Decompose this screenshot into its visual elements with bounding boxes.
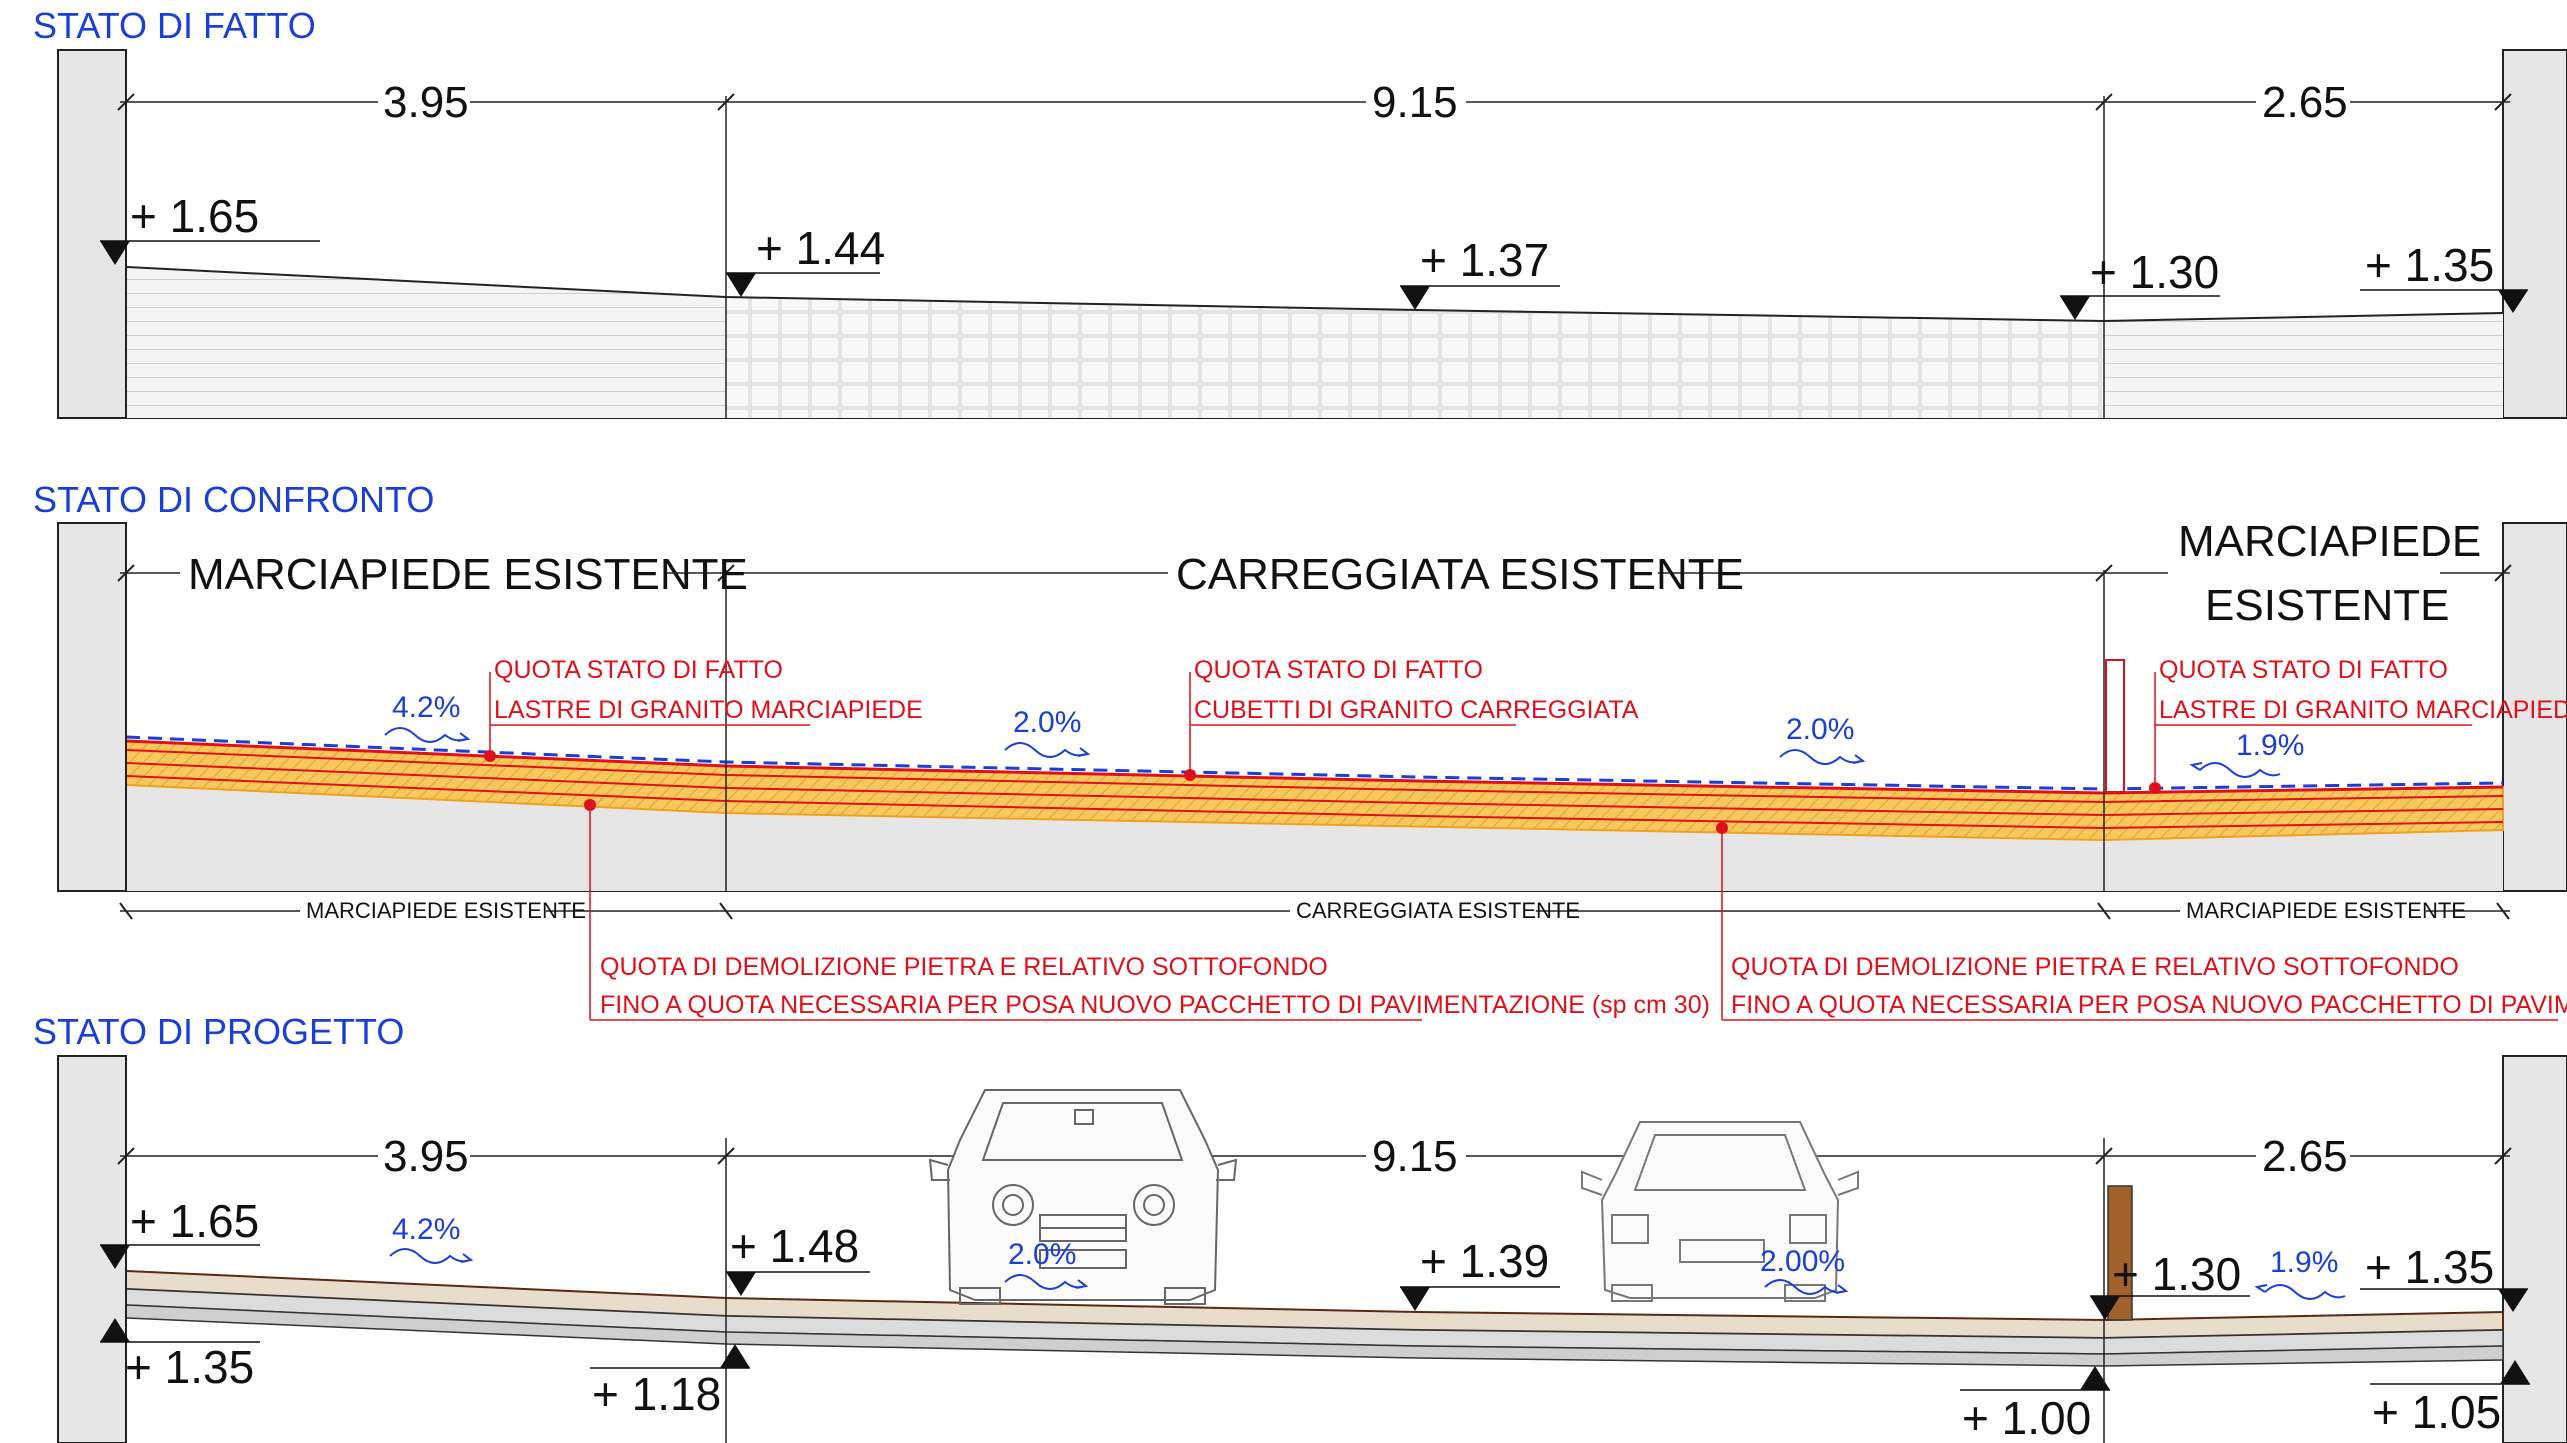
confronto-note-1-line2: LASTRE DI GRANITO MARCIAPIEDE [494, 696, 923, 724]
confronto-bottom-label-2: CARREGGIATA ESISTENTE [1296, 898, 1580, 923]
confronto-note-1-line1: QUOTA STATO DI FATTO [494, 656, 783, 684]
progetto-slope-3: 2.00% [1760, 1245, 1845, 1278]
confronto-slope-4: 1.9% [2236, 729, 2304, 762]
confronto-note-2-line1: QUOTA STATO DI FATTO [1194, 656, 1483, 684]
section-title-fatto: STATO DI FATTO [33, 5, 316, 46]
section-title-progetto: STATO DI PROGETTO [33, 1011, 404, 1052]
confronto-label-carreggiata: CARREGGIATA ESISTENTE [1176, 550, 1744, 599]
confronto-slope-2: 2.0% [1013, 706, 1081, 739]
fatto-elev-1: + 1.65 [130, 190, 259, 242]
confronto-note-3-line2: LASTRE DI GRANITO MARCIAPIEDE [2159, 696, 2567, 724]
fatto-elevation-markers [100, 240, 2528, 320]
progetto-elevation-markers [100, 1244, 2530, 1391]
confronto-label-marciapiede-dx-1: MARCIAPIEDE [2178, 517, 2481, 566]
progetto-elev-bottom-2: + 1.18 [592, 1368, 721, 1420]
progetto-elev-bottom-4: + 1.05 [2372, 1386, 2501, 1438]
fatto-elev-5: + 1.35 [2365, 239, 2494, 291]
progetto-slope-2: 2.0% [1008, 1238, 1076, 1271]
progetto-elev-top-1: + 1.65 [130, 1195, 259, 1247]
confronto-bottom-label-3: MARCIAPIEDE ESISTENTE [2186, 898, 2466, 923]
progetto-slope-arrows [389, 1248, 2346, 1300]
confronto-label-marciapiede-sx: MARCIAPIEDE ESISTENTE [188, 550, 748, 599]
demolition-note-2-line1: QUOTA DI DEMOLIZIONE PIETRA E RELATIVO S… [1731, 953, 2459, 981]
confronto-bottom-label-1: MARCIAPIEDE ESISTENTE [306, 898, 586, 923]
confronto-note-leaders [484, 672, 2558, 1021]
progetto-elev-top-2: + 1.48 [730, 1220, 859, 1272]
confronto-slope-1: 4.2% [392, 691, 460, 724]
car-front-outline [928, 1089, 1238, 1305]
fatto-elev-3: + 1.37 [1420, 234, 1549, 286]
fatto-elev-2: + 1.44 [756, 222, 885, 274]
demolition-note-1-line2: FINO A QUOTA NECESSARIA PER POSA NUOVO P… [600, 991, 1710, 1019]
progetto-slope-4: 1.9% [2270, 1246, 2338, 1279]
confronto-label-marciapiede-dx-2: ESISTENTE [2205, 581, 2450, 630]
confronto-note-2-line2: CUBETTI DI GRANITO CARREGGIATA [1194, 696, 1639, 724]
demolition-note-2-line2: FINO A QUOTA NECESSARIA PER POSA NUOVO P… [1731, 991, 2567, 1019]
fatto-dim-2: 9.15 [1372, 78, 1458, 127]
confronto-slope-3: 2.0% [1786, 713, 1854, 746]
confronto-section [57, 520, 2567, 924]
confronto-note-3-line1: QUOTA STATO DI FATTO [2159, 656, 2448, 684]
car-rear-outline [1581, 1121, 1859, 1302]
section-title-confronto: STATO DI CONFRONTO [33, 479, 434, 520]
confronto-slope-arrows [384, 727, 2281, 778]
progetto-elev-top-3: + 1.39 [1420, 1235, 1549, 1287]
fatto-elev-4: + 1.30 [2090, 246, 2219, 298]
progetto-elev-bottom-3: + 1.00 [1962, 1392, 2091, 1443]
fatto-section [57, 49, 2567, 419]
progetto-elev-top-4: + 1.30 [2112, 1248, 2241, 1300]
demolition-note-1-line1: QUOTA DI DEMOLIZIONE PIETRA E RELATIVO S… [600, 953, 1328, 981]
progetto-elev-bottom-1: + 1.35 [125, 1341, 254, 1393]
fatto-dim-1: 3.95 [383, 78, 469, 127]
progetto-dim-2: 9.15 [1372, 1132, 1458, 1181]
progetto-slope-1: 4.2% [392, 1213, 460, 1246]
fatto-dim-3: 2.65 [2262, 78, 2348, 127]
progetto-dim-1: 3.95 [383, 1132, 469, 1181]
progetto-elev-top-5: + 1.35 [2365, 1241, 2494, 1293]
progetto-dim-3: 2.65 [2262, 1132, 2348, 1181]
